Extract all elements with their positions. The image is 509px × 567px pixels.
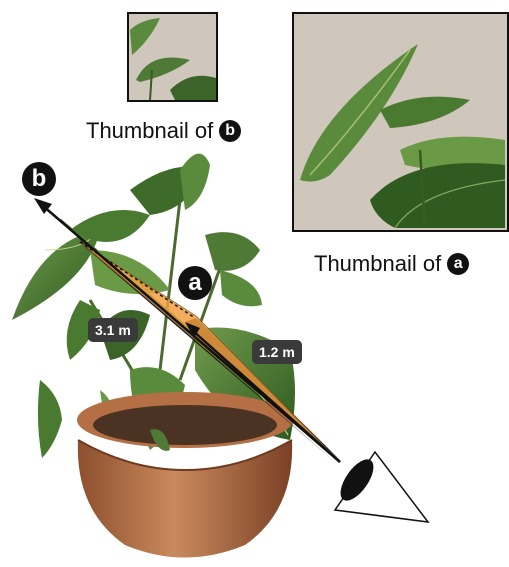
thumbnail-b-caption-text: Thumbnail of bbox=[86, 118, 213, 144]
thumbnail-a-caption-text: Thumbnail of bbox=[314, 251, 441, 277]
camera-icon bbox=[334, 452, 428, 522]
thumbnail-a-image bbox=[293, 13, 508, 231]
thumbnail-a-caption: Thumbnail of a bbox=[314, 251, 469, 277]
pot-illustration bbox=[77, 392, 293, 558]
thumbnail-b-marker: b bbox=[219, 120, 241, 142]
point-a-marker: a bbox=[178, 266, 212, 300]
thumbnail-b-image bbox=[128, 13, 217, 101]
distance-label-b: 3.1 m bbox=[88, 318, 138, 342]
thumbnail-a-marker: a bbox=[447, 253, 469, 275]
point-b-marker: b bbox=[22, 162, 56, 196]
distance-label-a: 1.2 m bbox=[252, 340, 302, 364]
thumbnail-b-caption: Thumbnail of b bbox=[86, 118, 241, 144]
